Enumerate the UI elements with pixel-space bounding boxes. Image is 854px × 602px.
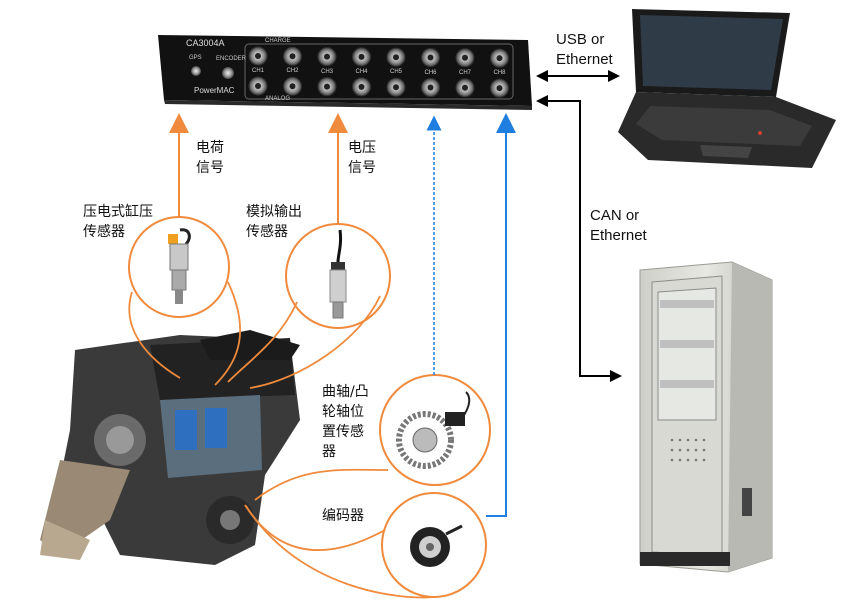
channel-connector-pin: [358, 83, 365, 90]
analog-group-label: ANALOG: [265, 96, 291, 102]
device-brand-label: PowerMAC: [194, 86, 235, 95]
channel-connector-pin: [358, 53, 365, 60]
acquisition-device: [158, 35, 532, 110]
piezo-sensor-label: 压电式缸压 传感器: [83, 204, 153, 240]
channel-label-2: CH2: [286, 68, 299, 75]
channel-label-1: CH1: [252, 68, 265, 74]
channel-connector-pin: [462, 84, 468, 91]
gps-port: [191, 66, 201, 76]
analog-sensor-label: 模拟输出 传感器: [246, 204, 302, 240]
channel-connector-pin: [427, 84, 434, 91]
channel-connector-pin: [255, 53, 261, 59]
channel-connector-pin: [393, 84, 399, 91]
encoder-sensor-label: 编码器: [322, 508, 364, 524]
piezo-sensor-bubble: [128, 216, 230, 318]
channel-label-3: CH3: [321, 68, 334, 75]
channel-connector-pin: [289, 83, 296, 90]
laptop-image: [618, 9, 836, 168]
channel-connector-pin: [393, 54, 399, 61]
engine-image: [40, 330, 300, 565]
charge-group-label: CHARGE: [265, 38, 291, 44]
engine-sensor-links: [128, 281, 435, 599]
encoder-signal-arrow: [486, 113, 516, 517]
analog-sensor-bubble: [285, 223, 391, 329]
crank-cam-sensor-label: 曲轴/凸 轮轴位 置传感 器: [322, 384, 369, 460]
encoder-port: [222, 67, 234, 79]
crank-cam-sensor-bubble: [379, 374, 491, 486]
channel-connector-pin: [324, 53, 330, 60]
device-model-label: CA3004A: [186, 38, 225, 48]
encoder-port-label: ENCODER: [216, 56, 247, 62]
usb-ethernet-label: USB or Ethernet: [556, 31, 613, 68]
channel-connector-pin: [324, 83, 330, 90]
charge-signal-label: 电荷 信号: [196, 140, 224, 176]
channel-label-5: CH5: [390, 69, 403, 76]
channel-connector-pin: [289, 53, 296, 60]
gps-port-label: GPS: [189, 55, 202, 61]
channel-connector-pin: [462, 54, 468, 61]
server-cabinet-image: [639, 261, 773, 573]
channel-label-8: CH8: [493, 70, 506, 77]
encoder-sensor-bubble: [381, 492, 487, 598]
channel-connector-pin: [427, 54, 434, 61]
usb-ethernet-link: [536, 70, 620, 82]
channel-connector-pin: [496, 85, 503, 92]
voltage-signal-label: 电压 信号: [348, 140, 376, 176]
can-ethernet-label: CAN or Ethernet: [590, 207, 647, 244]
channel-label-4: CH4: [355, 68, 368, 75]
channel-connector-pin: [496, 55, 503, 62]
channel-label-6: CH6: [424, 69, 437, 76]
channel-label-7: CH7: [459, 69, 472, 76]
channel-connector-pin: [255, 83, 261, 89]
can-ethernet-link: [536, 95, 622, 382]
